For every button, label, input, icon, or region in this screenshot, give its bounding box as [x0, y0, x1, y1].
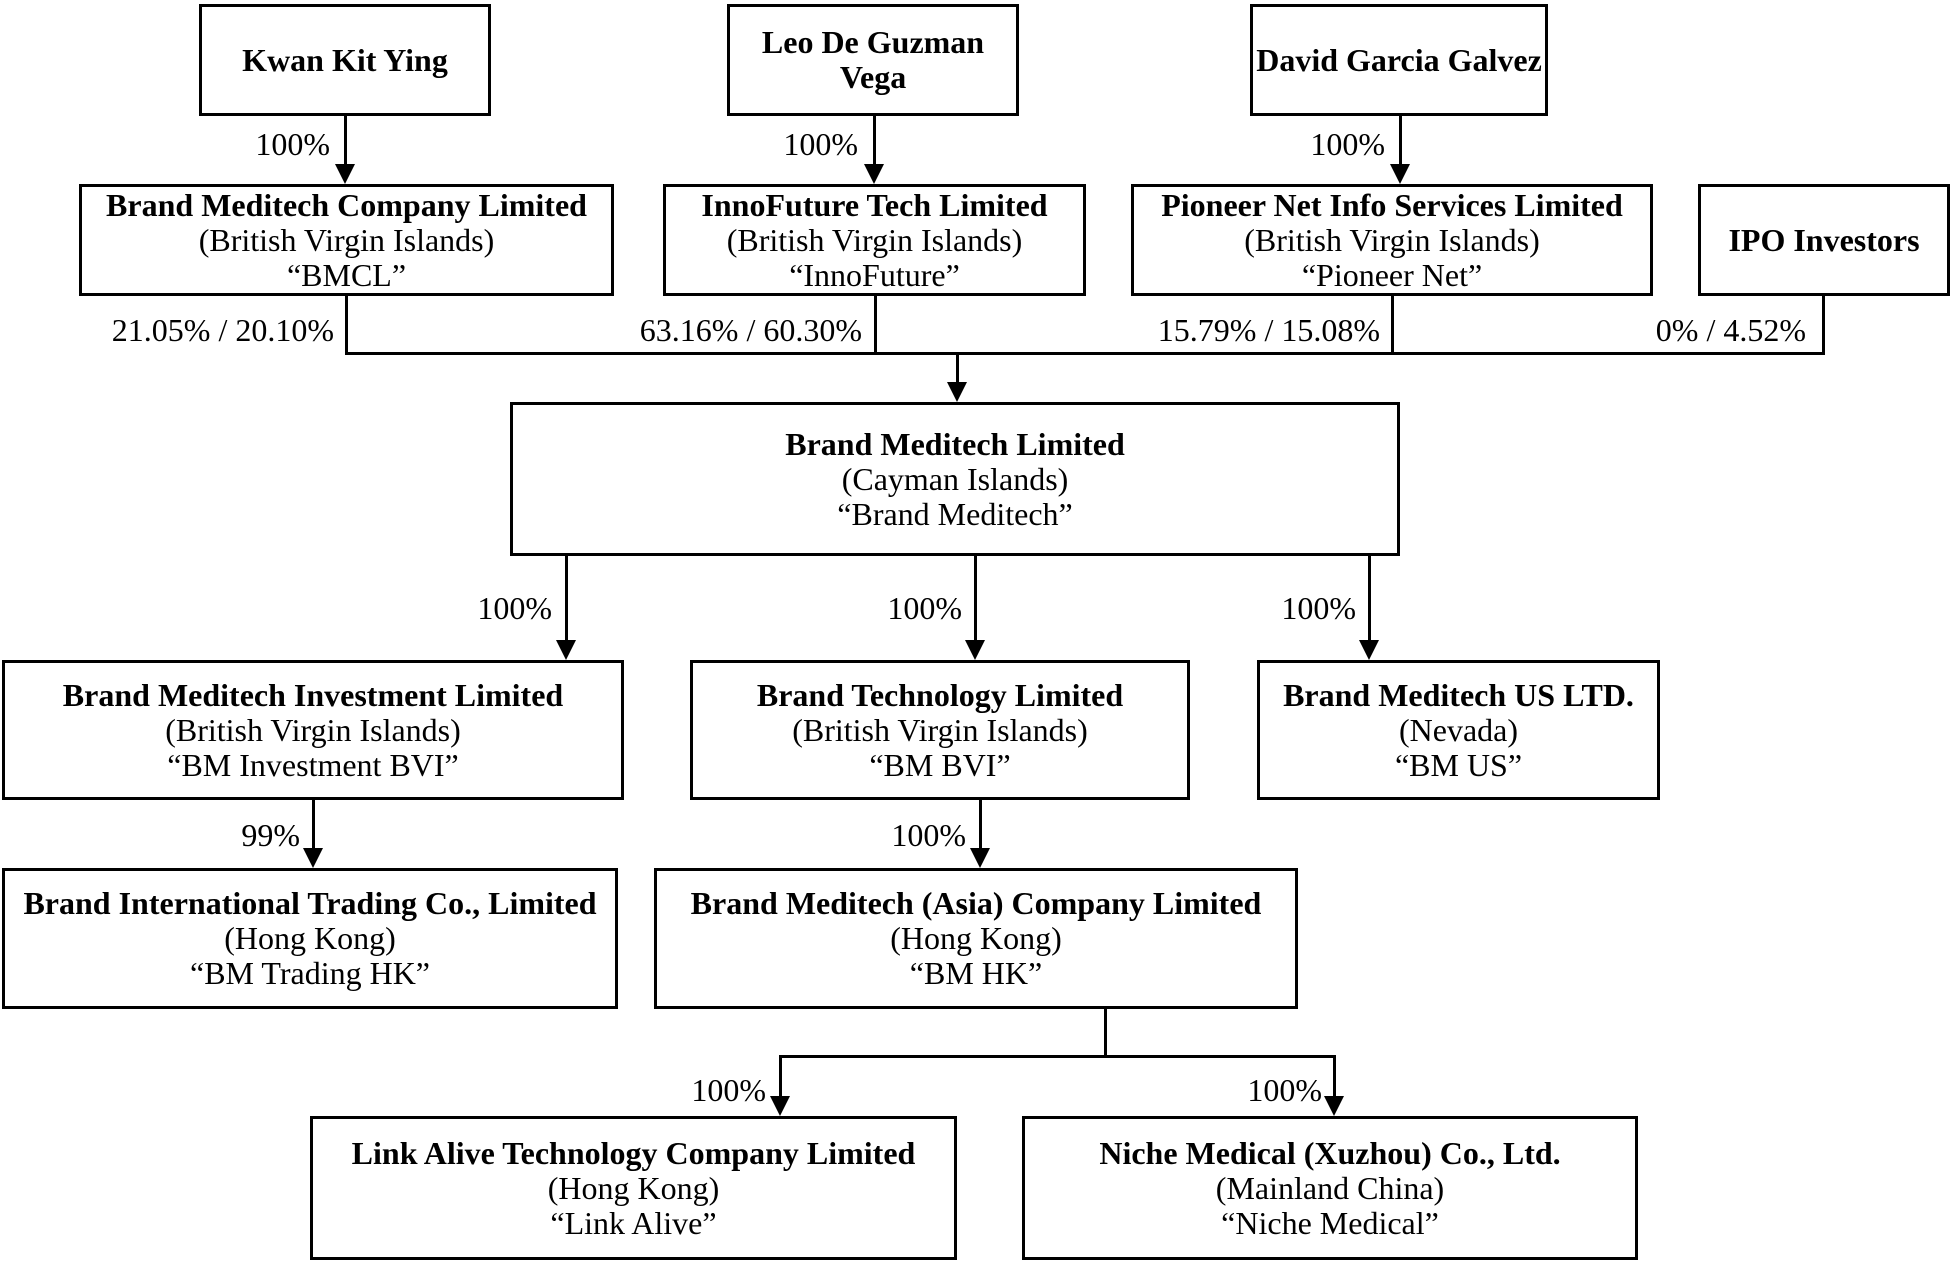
node-link-alive: Link Alive Technology Company Limited (H… [310, 1116, 957, 1260]
node-innofuture-alias: “InnoFuture” [789, 256, 960, 293]
edge-bus-brand-meditech-line [956, 352, 959, 384]
edge-bm-hk-drop-line [1104, 1009, 1107, 1058]
node-ipo-investors: IPO Investors [1698, 184, 1950, 296]
node-bmcl-jurisdiction: (British Virgin Islands) [198, 221, 495, 258]
down-arrowhead-icon [965, 640, 985, 660]
node-bm-us-jurisdiction: (Nevada) [1398, 711, 1519, 748]
down-arrowhead-icon [770, 1096, 790, 1116]
node-pioneer-net-name: Pioneer Net Info Services Limited [1161, 186, 1623, 223]
edge-bm-hk-link-alive-line [779, 1055, 782, 1100]
node-bm-hk: Brand Meditech (Asia) Company Limited (H… [654, 868, 1298, 1009]
node-leo-de-guzman-vega: Leo De Guzman Vega [727, 4, 1019, 116]
edge-brand-meditech-bm-investment-line [565, 556, 568, 646]
node-ipo-investors-name: IPO Investors [1728, 221, 1920, 258]
edge-ipo-stub-line [1822, 296, 1825, 355]
node-bm-trading: Brand International Trading Co., Limited… [2, 868, 618, 1009]
node-bmcl: Brand Meditech Company Limited (British … [79, 184, 614, 296]
node-pioneer-net-alias: “Pioneer Net” [1301, 256, 1483, 293]
node-innofuture: InnoFuture Tech Limited (British Virgin … [663, 184, 1086, 296]
edge-bm-hk-niche-label: 100% [1247, 1072, 1322, 1108]
edge-leo-innofuture-label: 100% [783, 126, 858, 162]
edge-brand-meditech-bm-investment-label: 100% [477, 590, 552, 626]
node-brand-meditech-limited-alias: “Brand Meditech” [837, 495, 1073, 532]
node-brand-meditech-limited-jurisdiction: (Cayman Islands) [841, 460, 1069, 497]
node-link-alive-alias: “Link Alive” [550, 1204, 717, 1241]
node-pioneer-net: Pioneer Net Info Services Limited (Briti… [1131, 184, 1653, 296]
down-arrowhead-icon [335, 164, 355, 184]
edge-bm-investment-bm-trading-line [312, 800, 315, 852]
node-bmcl-name: Brand Meditech Company Limited [106, 186, 587, 223]
node-brand-technology-alias: “BM BVI” [869, 746, 1011, 783]
node-link-alive-jurisdiction: (Hong Kong) [547, 1169, 720, 1206]
bm-hk-split-bus-line [779, 1055, 1336, 1058]
edge-innofuture-brand-meditech-label: 63.16% / 60.30% [639, 312, 862, 348]
edge-brand-tech-bm-hk-line [979, 800, 982, 852]
edge-kwan-bmcl-line [344, 116, 347, 168]
edge-brand-meditech-brand-tech-line [974, 556, 977, 646]
edge-ipo-brand-meditech-label: 0% / 4.52% [1655, 312, 1806, 348]
node-innofuture-jurisdiction: (British Virgin Islands) [726, 221, 1023, 258]
down-arrowhead-icon [1324, 1096, 1344, 1116]
node-brand-meditech-limited-name: Brand Meditech Limited [785, 425, 1125, 462]
node-brand-technology-name: Brand Technology Limited [756, 676, 1124, 713]
node-brand-meditech-limited: Brand Meditech Limited (Cayman Islands) … [510, 402, 1400, 556]
node-bm-trading-name: Brand International Trading Co., Limited [23, 885, 597, 921]
node-link-alive-name: Link Alive Technology Company Limited [351, 1134, 916, 1171]
down-arrowhead-icon [947, 382, 967, 402]
edge-bm-hk-link-alive-label: 100% [691, 1072, 766, 1108]
down-arrowhead-icon [303, 848, 323, 868]
node-bm-investment: Brand Meditech Investment Limited (Briti… [2, 660, 624, 800]
node-bm-us-name: Brand Meditech US LTD. [1283, 676, 1634, 713]
node-niche-medical-jurisdiction: (Mainland China) [1215, 1169, 1445, 1206]
node-niche-medical: Niche Medical (Xuzhou) Co., Ltd. (Mainla… [1022, 1116, 1638, 1260]
node-david-garcia-galvez: David Garcia Galvez [1250, 4, 1548, 116]
node-bm-us: Brand Meditech US LTD. (Nevada) “BM US” [1257, 660, 1660, 800]
node-kwan-kit-ying: Kwan Kit Ying [199, 4, 491, 116]
down-arrowhead-icon [1390, 164, 1410, 184]
edge-pioneer-stub-line [1391, 296, 1394, 355]
node-bm-investment-jurisdiction: (British Virgin Islands) [165, 711, 461, 748]
down-arrowhead-icon [556, 640, 576, 660]
node-brand-technology: Brand Technology Limited (British Virgin… [690, 660, 1190, 800]
edge-david-pioneer-label: 100% [1310, 126, 1385, 162]
edge-bmcl-brand-meditech-label: 21.05% / 20.10% [111, 312, 334, 348]
node-brand-technology-jurisdiction: (British Virgin Islands) [792, 711, 1088, 748]
node-bm-hk-alias: “BM HK” [909, 955, 1043, 991]
edge-kwan-bmcl-label: 100% [255, 126, 330, 162]
node-innofuture-name: InnoFuture Tech Limited [701, 186, 1048, 223]
edge-brand-tech-bm-hk-label: 100% [891, 817, 966, 853]
node-david-garcia-galvez-name: David Garcia Galvez [1256, 41, 1542, 78]
node-bm-trading-alias: “BM Trading HK” [189, 955, 430, 991]
edge-leo-innofuture-line [873, 116, 876, 168]
edge-brand-meditech-brand-tech-label: 100% [887, 590, 962, 626]
down-arrowhead-icon [864, 164, 884, 184]
edge-brand-meditech-bm-us-line [1368, 556, 1371, 646]
node-bm-investment-alias: “BM Investment BVI” [167, 746, 459, 783]
node-niche-medical-name: Niche Medical (Xuzhou) Co., Ltd. [1099, 1134, 1561, 1171]
edge-david-pioneer-line [1399, 116, 1402, 168]
node-bm-us-alias: “BM US” [1394, 746, 1523, 783]
node-pioneer-net-jurisdiction: (British Virgin Islands) [1244, 221, 1540, 258]
node-bm-investment-name: Brand Meditech Investment Limited [62, 676, 564, 713]
down-arrowhead-icon [970, 848, 990, 868]
edge-brand-meditech-bm-us-label: 100% [1281, 590, 1356, 626]
node-bm-hk-name: Brand Meditech (Asia) Company Limited [690, 885, 1262, 921]
node-bm-trading-jurisdiction: (Hong Kong) [224, 920, 396, 956]
node-niche-medical-alias: “Niche Medical” [1221, 1204, 1439, 1241]
edge-pioneer-brand-meditech-label: 15.79% / 15.08% [1157, 312, 1380, 348]
node-bm-hk-jurisdiction: (Hong Kong) [890, 920, 1062, 956]
shareholder-bus-line [345, 352, 1825, 355]
edge-bmcl-stub-line [345, 296, 348, 355]
edge-innofuture-stub-line [874, 296, 877, 355]
node-kwan-kit-ying-name: Kwan Kit Ying [242, 41, 448, 78]
edge-bm-investment-bm-trading-label: 99% [241, 817, 300, 853]
node-bmcl-alias: “BMCL” [286, 256, 407, 293]
node-leo-de-guzman-vega-name: Leo De Guzman Vega [761, 24, 985, 95]
edge-bm-hk-niche-line [1333, 1055, 1336, 1100]
down-arrowhead-icon [1359, 640, 1379, 660]
